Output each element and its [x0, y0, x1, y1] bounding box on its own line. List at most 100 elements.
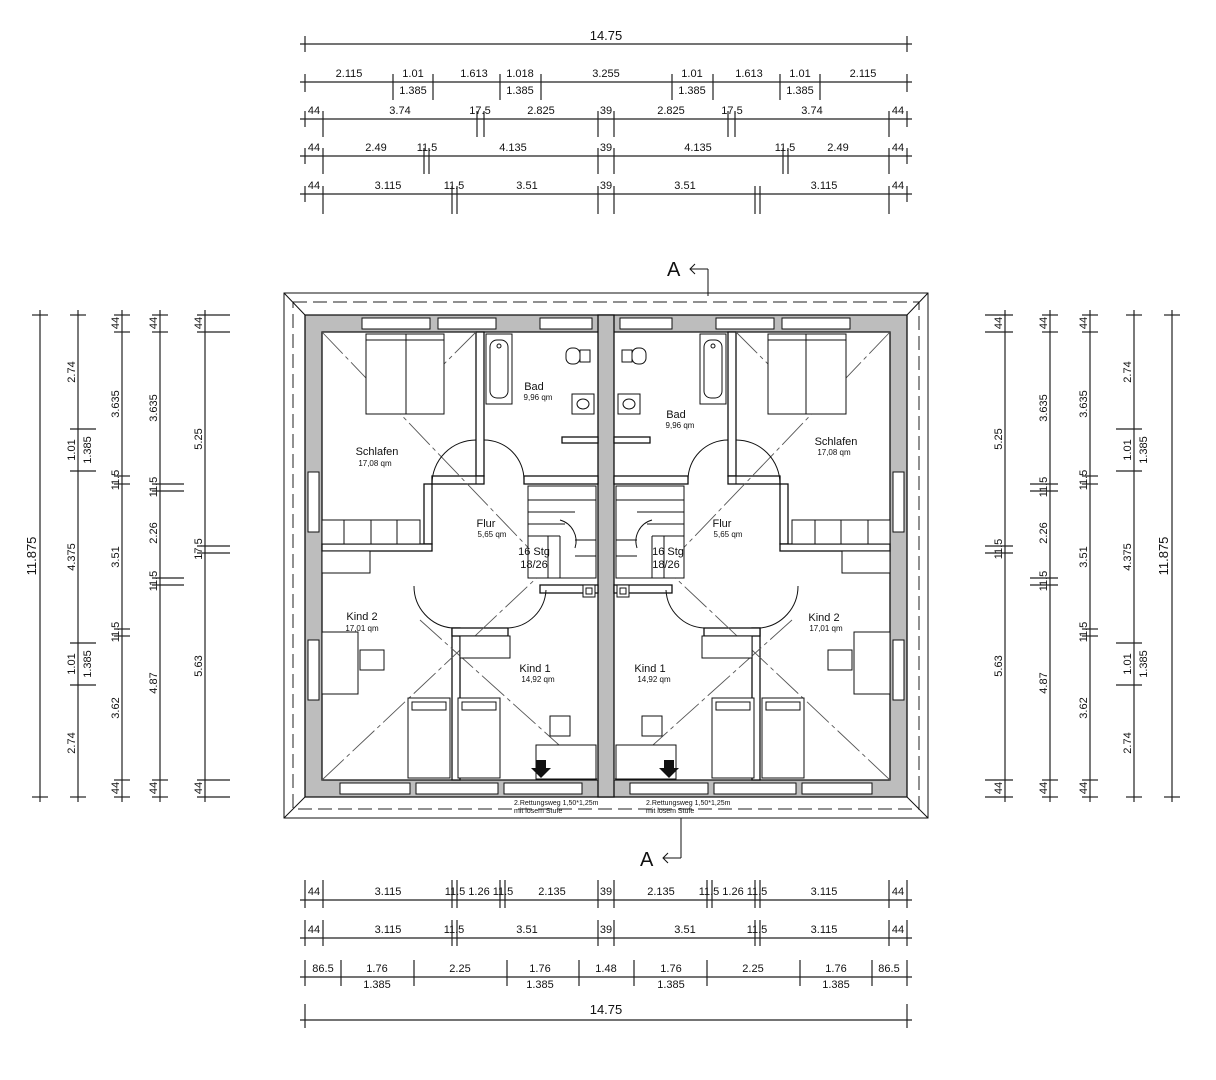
- top-row1-lower-dim: 1.385: [786, 85, 814, 97]
- top-row1-dim: 1.01: [402, 68, 423, 80]
- top-row1-dim: 1.613: [460, 68, 488, 80]
- top-row1-lower-dim: 1.385: [399, 85, 427, 97]
- top-row3-dim: 11.5: [775, 142, 796, 154]
- left-col-c-dim: 44: [148, 782, 160, 794]
- top-row2-dim: 17.5: [721, 105, 742, 117]
- bottom-row3-lower-dim: 1.385: [657, 979, 685, 991]
- room-kind1-name: Kind 1: [519, 663, 550, 675]
- bottom-row1-dim: 11.5: [747, 886, 768, 898]
- left-col-c-dim: 4.87: [148, 672, 160, 693]
- right-col-d-dim: 11.5: [993, 539, 1005, 560]
- left-col-a-dim: 4.375: [66, 543, 78, 571]
- room-kind2-area: 17,01 qm: [809, 624, 843, 633]
- left-col-c-dim: 11.5: [148, 477, 160, 498]
- right-col-b-dim: 44: [1078, 317, 1090, 329]
- room-bad-name: Bad: [666, 409, 686, 421]
- left-col-b-dim: 3.51: [110, 546, 122, 567]
- right-col-b-dim: 3.51: [1078, 546, 1090, 567]
- stairs-count: 16 Stg: [518, 546, 550, 558]
- top-row2-dim: 44: [308, 105, 320, 117]
- room-schlafen-area: 17,08 qm: [817, 448, 851, 457]
- top-row3-dim: 44: [308, 142, 320, 154]
- right-col-c-dim: 4.87: [1038, 672, 1050, 693]
- left-col-b-dim: 11.5: [110, 622, 122, 643]
- room-labels-left: Schlafen 17,08 qm Bad 9,96 qm Flur 5,65 …: [345, 381, 555, 684]
- top-row4-dim: 44: [892, 180, 904, 192]
- room-schlafen-area: 17,08 qm: [358, 459, 392, 468]
- bottom-row3-dim: 2.25: [742, 963, 763, 975]
- top-row4-dim: 44: [308, 180, 320, 192]
- room-schlafen-name: Schlafen: [356, 446, 399, 458]
- bottom-row3-dim: 86.5: [878, 963, 899, 975]
- top-row1-dim: 1.01: [681, 68, 702, 80]
- top-overall-dim: 14.75: [590, 28, 623, 43]
- escape-window-note: mit losem Stufe: [646, 808, 694, 815]
- left-col-d-dim: 5.63: [193, 655, 205, 676]
- right-col-c-dim: 11.5: [1038, 477, 1050, 498]
- left-col-d-dim: 44: [193, 317, 205, 329]
- left-col-d-dim: 5.25: [193, 428, 205, 449]
- room-bad-area: 9,96 qm: [666, 421, 695, 430]
- right-col-a-lower-dim: 1.385: [1138, 650, 1150, 678]
- right-col-d-dim: 44: [993, 782, 1005, 794]
- section-marker-top: A: [667, 259, 709, 296]
- bottom-row1-dim: 39: [600, 886, 612, 898]
- section-marker-bottom: A: [640, 818, 682, 871]
- top-row1-dim: 2.115: [850, 68, 877, 80]
- room-kind2-name: Kind 2: [346, 611, 377, 623]
- top-row2-dim: 2.825: [657, 105, 685, 117]
- left-col-c-dim: 3.635: [148, 394, 160, 422]
- stairs-ratio: 18/26: [520, 559, 548, 571]
- windows: [307, 317, 905, 795]
- room-flur-name: Flur: [477, 518, 496, 530]
- section-marker-label: A: [640, 849, 654, 871]
- top-row3-dim: 11.5: [417, 142, 438, 154]
- top-row3-dim: 44: [892, 142, 904, 154]
- window-notes: 2.Rettungsweg 1,50*1,25m mit losem Stufe…: [514, 800, 731, 815]
- bottom-row2-dim: 3.51: [674, 924, 695, 936]
- left-col-a-lower-dim: 1.385: [82, 436, 94, 464]
- right-col-b-dim: 3.62: [1078, 697, 1090, 718]
- bottom-row2-dim: 11.5: [747, 924, 768, 936]
- building-outline: [283, 292, 929, 819]
- furniture-left: [321, 333, 597, 780]
- room-flur-area: 5,65 qm: [478, 530, 507, 539]
- left-dimension-chains: 11.875 2.74 1.01 4.375 1.01 2.74 1.385 1…: [24, 310, 230, 802]
- bottom-row3-dim: 1.76: [660, 963, 681, 975]
- bottom-row3-dim: 1.76: [529, 963, 550, 975]
- bottom-row1-dim: 1.26: [722, 886, 743, 898]
- bottom-row2-dim: 11.5: [444, 924, 465, 936]
- left-col-c-dim: 2.26: [148, 522, 160, 543]
- top-dimension-chains: 14.75 2.115 1.01 1.613 1.018 3.255 1.01 …: [300, 28, 912, 214]
- room-kind2-name: Kind 2: [808, 612, 839, 624]
- top-row4-dim: 39: [600, 180, 612, 192]
- top-row4-dim: 3.51: [674, 180, 695, 192]
- left-col-a-dim: 1.01: [66, 439, 78, 460]
- bottom-row1-dim: 2.135: [647, 886, 675, 898]
- bottom-row1-dim: 44: [892, 886, 904, 898]
- right-col-a-lower-dim: 1.385: [1138, 436, 1150, 464]
- room-labels-right: Schlafen 17,08 qm Bad 9,96 qm Flur 5,65 …: [634, 409, 857, 684]
- top-row1-dim: 1.613: [735, 68, 763, 80]
- top-row4-dim: 3.115: [811, 180, 838, 192]
- left-col-d-dim: 44: [193, 782, 205, 794]
- left-col-b-dim: 3.62: [110, 697, 122, 718]
- roof-slope-lines: [321, 331, 891, 781]
- right-col-b-dim: 44: [1078, 782, 1090, 794]
- top-row1-dim: 3.255: [592, 68, 620, 80]
- stairs-count: 16 Stg: [652, 546, 684, 558]
- bottom-row2-dim: 3.115: [375, 924, 402, 936]
- bottom-row1-dim: 3.115: [811, 886, 838, 898]
- left-col-b-dim: 11.5: [110, 470, 122, 491]
- stairs-ratio: 18/26: [652, 559, 680, 571]
- bottom-row2-dim: 3.51: [516, 924, 537, 936]
- left-col-d-dim: 17.5: [193, 538, 205, 559]
- bottom-row1-dim: 3.115: [375, 886, 402, 898]
- left-col-b-dim: 44: [110, 782, 122, 794]
- top-row2-dim: 2.825: [527, 105, 555, 117]
- bottom-overall-dim: 14.75: [590, 1002, 623, 1017]
- bottom-row1-dim: 1.26: [468, 886, 489, 898]
- section-marker-label: A: [667, 259, 681, 281]
- bottom-row3-lower-dim: 1.385: [822, 979, 850, 991]
- right-col-a-dim: 2.74: [1122, 732, 1134, 753]
